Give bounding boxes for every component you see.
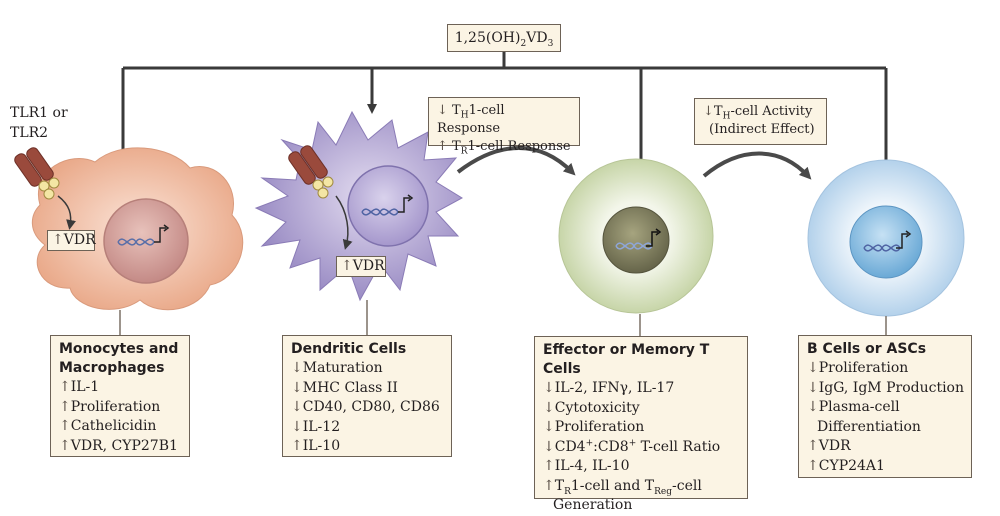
- b-cell: [807, 159, 965, 317]
- th-activity-note: ↓TH-cell Activity (Indirect Effect): [694, 98, 827, 145]
- vdr-tag-dendritic: ↑VDR: [336, 256, 386, 277]
- th1-response-line: ↓ TH1-cell Response: [437, 103, 505, 136]
- tlr-label-line2: TLR2: [10, 125, 49, 141]
- effector-item: ↑IL-4, IL-10: [543, 458, 630, 474]
- dna-icon: [615, 228, 662, 250]
- dna-icon: [361, 194, 414, 216]
- monocytes-title-line1: Monocytes and: [59, 341, 179, 357]
- t-cell: [558, 158, 714, 314]
- bcells-item-continued: Differentiation: [817, 418, 921, 435]
- indirect-effect-line: (Indirect Effect): [709, 122, 815, 137]
- bcells-title: B Cells or ASCs: [807, 341, 927, 357]
- tlr-label-line1: TLR1 or: [10, 105, 68, 121]
- bcells-item: ↓IgG, IgM Production: [807, 379, 964, 396]
- tlr-receptor-icon: [14, 147, 60, 200]
- effector-item: ↓IL-2, IFNγ, IL-17: [543, 380, 675, 396]
- th1-tr1-response-note: ↓ TH1-cell Response ↑ TR1-cell Response: [428, 97, 580, 156]
- vdr-tag-macrophage: ↑VDR: [47, 230, 96, 251]
- root-connector-lines: [118, 52, 891, 184]
- effector-item: ↓Cytotoxicity: [543, 399, 640, 416]
- panel-connector-lines: [119, 300, 887, 336]
- dna-icon: [863, 230, 912, 252]
- curved-arrow-t-to-b: [702, 151, 812, 180]
- monocytes-item: ↑VDR, CYP27B1: [59, 437, 178, 454]
- monocytes-item: ↑Cathelicidin: [59, 418, 157, 434]
- curved-arrow-dc-to-t: [456, 146, 576, 176]
- dendritic-item: ↓IL-12: [291, 418, 341, 435]
- dendritic-title: Dendritic Cells: [291, 341, 407, 357]
- dendritic-item: ↓CD40, CD80, CD86: [291, 399, 440, 415]
- macrophage-cell: [31, 147, 244, 311]
- dendritic-item: ↑IL-10: [291, 438, 341, 454]
- bcells-item: ↑CYP24A1: [807, 457, 885, 474]
- effector-item: ↓Proliferation: [543, 419, 645, 435]
- dendritic-item: ↓Maturation: [291, 360, 383, 376]
- bcells-item: ↓Plasma-cell: [807, 399, 900, 415]
- effector-item-continued: Generation: [553, 497, 633, 513]
- dna-icon: [117, 224, 170, 246]
- effector-panel: Effector or Memory T Cells ↓IL-2, IFNγ, …: [534, 336, 748, 513]
- monocytes-item: ↑IL-1: [59, 379, 100, 395]
- vitamin-d-root-box: 1,25(OH)2VD3: [447, 24, 561, 52]
- monocytes-title-line2: Macrophages: [59, 360, 165, 376]
- monocytes-item: ↑Proliferation: [59, 398, 161, 415]
- bcells-panel: B Cells or ASCs ↓Proliferation ↓IgG, IgM…: [798, 335, 972, 478]
- tr1-response-line: ↑ TR1-cell Response: [437, 139, 571, 157]
- bcells-item: ↓Proliferation: [807, 360, 909, 376]
- effector-item: ↓CD4+:CD8+ T-cell Ratio: [543, 437, 721, 455]
- effector-title: Effector or Memory T Cells: [543, 342, 710, 377]
- tlr-receptor-icon: [288, 145, 334, 199]
- monocytes-panel: Monocytes and Macrophages ↑IL-1 ↑Prolife…: [50, 335, 190, 457]
- dendritic-panel: Dendritic Cells ↓Maturation ↓MHC Class I…: [282, 335, 452, 457]
- tlr-label: TLR1 or TLR2: [10, 103, 68, 143]
- bcells-item: ↑VDR: [807, 438, 851, 454]
- dendritic-item: ↓MHC Class II: [291, 379, 398, 396]
- effector-item: ↑TR1-cell and TReg-cell: [543, 477, 702, 497]
- th-activity-line: ↓TH-cell Activity: [703, 104, 813, 122]
